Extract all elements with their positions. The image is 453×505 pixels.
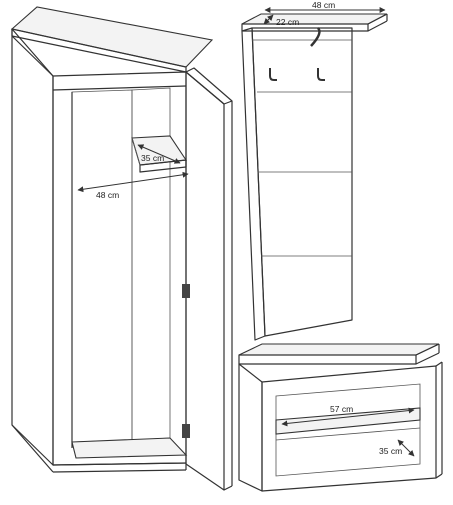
hinge-icon xyxy=(182,424,190,438)
dim-line-shelf-depth xyxy=(263,14,274,25)
hinge-icon xyxy=(182,284,190,298)
coat-panel-top-shelf xyxy=(241,13,388,25)
shoe-bench-left-side xyxy=(238,363,263,492)
wardrobe-door-top-edge xyxy=(185,67,233,105)
coat-hook-icon xyxy=(269,68,277,81)
coat-hook-icon xyxy=(317,68,325,81)
shoe-bench-top xyxy=(238,343,440,356)
dim-label-top-width: 48 cm xyxy=(312,0,335,10)
wardrobe-interior-left xyxy=(71,89,133,443)
dim-line-shelf-depth xyxy=(137,144,181,164)
dim-label-bench-depth: 35 cm xyxy=(379,446,402,456)
wardrobe-top xyxy=(10,6,214,68)
shoe-bench: 57 cm 35 cm xyxy=(238,343,443,492)
wardrobe: 35 cm 48 cm xyxy=(10,6,233,491)
dim-label-bench-width: 57 cm xyxy=(330,404,353,414)
wardrobe-left-side xyxy=(11,28,54,466)
wardrobe-front-frame xyxy=(52,71,187,466)
dim-line-bench-width xyxy=(281,407,415,427)
coat-panel-front xyxy=(251,27,353,337)
coat-panel: 48 cm 22 cm xyxy=(241,0,388,341)
dim-label-shelf-depth: 35 cm xyxy=(141,153,164,163)
coat-hook-icon xyxy=(310,27,321,47)
dim-label-coat-shelf-depth: 22 cm xyxy=(276,17,299,27)
dim-line-bench-depth xyxy=(397,439,415,457)
shoe-bench-top-front xyxy=(238,354,417,365)
wardrobe-door xyxy=(185,71,225,491)
wardrobe-bottom xyxy=(71,437,188,459)
dim-line-interior-width xyxy=(77,171,189,193)
dim-label-interior-width: 48 cm xyxy=(96,190,119,200)
shoe-bench-opening xyxy=(275,383,421,477)
